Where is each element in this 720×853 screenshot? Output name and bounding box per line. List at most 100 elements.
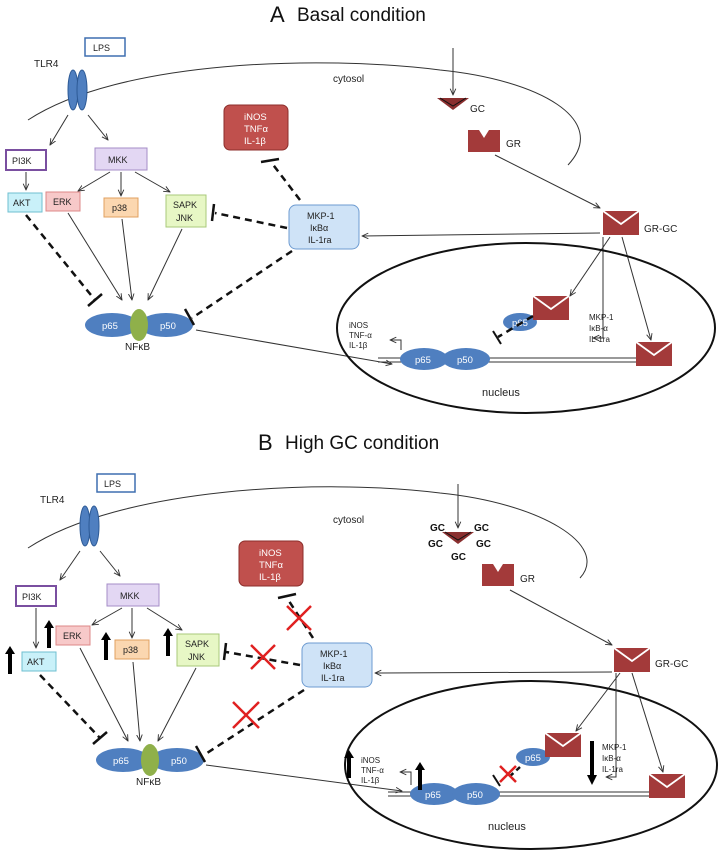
- cytokine-tnfa: TNFα: [244, 124, 268, 135]
- erk-label: ERK: [53, 197, 72, 207]
- mkp-il1ra-b: IL-1ra: [321, 673, 345, 683]
- mkp-nfkb-bar: [183, 308, 196, 326]
- gc-icon: [436, 97, 470, 111]
- erk-label-b: ERK: [63, 631, 82, 641]
- gc-icon-b: [441, 531, 475, 545]
- nuc-cyt-tnfa-b: TNF-α: [361, 766, 384, 775]
- cytosol-label: cytosol: [333, 74, 364, 85]
- nuc-mkp-il1ra: IL-1ra: [589, 335, 610, 344]
- cytokine-tnfa-b: TNFα: [259, 560, 283, 571]
- gr-to-grgc-arrow: [494, 154, 600, 208]
- p38-label: p38: [112, 203, 127, 213]
- akt-label: AKT: [13, 198, 31, 208]
- nuc-grgc-icon-1: [532, 295, 570, 321]
- red-x-icon-nfkb: [232, 701, 260, 729]
- mkp1-box-b: [301, 642, 373, 688]
- mkp-sapk-bar: [210, 203, 216, 222]
- grgc-to-nucleus-arrow-1-b: [576, 672, 621, 731]
- cytosol-label-b: cytosol: [333, 515, 364, 526]
- erk-box: [45, 191, 81, 212]
- tlr4-to-pi3k-arrow-b: [60, 550, 81, 580]
- jnk-label: JNK: [176, 213, 193, 223]
- nfkb-linker: [130, 309, 148, 341]
- sapk-jnk-box-b: [176, 633, 220, 667]
- nuc-p65-label-b: p65: [425, 790, 441, 801]
- pi3k-label-b: PI3K: [22, 592, 42, 602]
- erk-to-nfkb-arrow: [67, 212, 122, 300]
- grgc-to-mkp-arrow: [362, 232, 601, 236]
- p65-ellipse: [85, 313, 139, 337]
- grgc-to-mkp-gene-arrow-b: [606, 673, 617, 777]
- mkp-cyt-bar-b: [277, 592, 297, 600]
- nucleus-outline: [336, 242, 716, 414]
- panel-b: B High GC condition cytosol LPS TLR4 PI3…: [5, 430, 718, 850]
- nfkb-label: NFκB: [125, 342, 150, 353]
- p50-ellipse: [139, 313, 193, 337]
- lps-box-b: [96, 473, 136, 493]
- panel-a-title: Basal condition: [297, 5, 426, 26]
- mkk-label: MKK: [108, 155, 128, 165]
- tlr4-receptor-right-b: [88, 505, 100, 547]
- red-x-icon-p65: [499, 765, 517, 783]
- mkp-il1ra: IL-1ra: [308, 235, 332, 245]
- nucleus-label: nucleus: [482, 387, 520, 399]
- nuc-mkp-ikba: IκB-α: [589, 324, 608, 333]
- grgc-p65-bar-b: [492, 774, 501, 787]
- p38-box: [103, 197, 139, 218]
- nfkb-label-b: NFκB: [136, 777, 161, 788]
- sapk-to-nfkb-arrow-b: [158, 667, 197, 741]
- mkk-to-sapk-arrow-b: [146, 607, 182, 630]
- gc-label-b-3: GC: [428, 539, 443, 550]
- gc-label-b-4: GC: [476, 539, 491, 550]
- red-x-icon-cytokines: [286, 605, 312, 631]
- mkp-inhibits-cytokines-b: [285, 597, 315, 639]
- nuc-cyt-tnfa: TNF-α: [349, 331, 372, 340]
- gr-gc-label: GR-GC: [644, 224, 677, 235]
- nucleus-outline-b: [344, 680, 718, 850]
- nuc-p50-ellipse-b: [452, 783, 500, 805]
- lps-label: LPS: [93, 43, 110, 53]
- nuc-grgc-icon-2: [635, 341, 673, 367]
- erk-box-b: [55, 625, 91, 646]
- cytokine-box-b: [238, 540, 304, 587]
- gr-gc-label-b: GR-GC: [655, 659, 688, 670]
- nuc-free-p65-label-b: p65: [525, 753, 541, 764]
- p65-label: p65: [102, 321, 118, 332]
- mkk-box: [94, 147, 148, 171]
- mkp-inhibits-nfkb-b: [203, 688, 305, 757]
- gc-label-b-1: GC: [430, 523, 445, 534]
- gc-label: GC: [470, 104, 485, 115]
- grgc-to-nucleus-arrow-2: [621, 236, 651, 340]
- p65-label-b: p65: [113, 756, 129, 767]
- grgc-inhibits-p65: [497, 314, 534, 339]
- jnk-label-b: JNK: [188, 652, 205, 662]
- panel-a-letter: A: [270, 2, 285, 27]
- nuc-free-p65-ellipse-b: [516, 748, 550, 766]
- pi3k-box-b: [15, 585, 57, 607]
- gr-gc-icon-b: [613, 647, 651, 673]
- gr-label: GR: [506, 139, 521, 150]
- mkp-gene-down-arrow-icon: [587, 741, 597, 785]
- nuc-nfkb-transcription-arrow-b: [400, 772, 412, 785]
- panel-a: A Basal condition cytosol LPS TLR4 PI3K …: [5, 2, 716, 414]
- nuc-mkp-mkp1: MKP-1: [589, 313, 614, 322]
- nuc-cyt-inos: iNOS: [349, 321, 368, 330]
- akt-up-arrow-icon: [5, 646, 15, 674]
- mkp-ikba-b: IκBα: [323, 661, 341, 671]
- akt-inhibits-nfkb-b: [39, 674, 101, 739]
- gc-label-b-5: GC: [451, 552, 466, 563]
- p38-up-arrow-icon: [101, 632, 111, 660]
- mkp-mkp1: MKP-1: [307, 211, 335, 221]
- akt-box: [7, 192, 43, 213]
- akt-inhibit-bar-b: [92, 731, 108, 745]
- pi3k-box: [5, 149, 47, 171]
- nuc-mkp-il1ra-b: IL-1ra: [602, 765, 623, 774]
- nuc-p65-ellipse: [400, 348, 448, 370]
- p38-box-b: [114, 639, 150, 660]
- p38-label-b: p38: [123, 645, 138, 655]
- nfkb-linker-b: [141, 744, 159, 776]
- p50-label: p50: [160, 321, 176, 332]
- akt-inhibit-bar: [87, 293, 103, 307]
- akt-box-b: [21, 651, 57, 672]
- tlr4-to-pi3k-arrow: [50, 114, 69, 145]
